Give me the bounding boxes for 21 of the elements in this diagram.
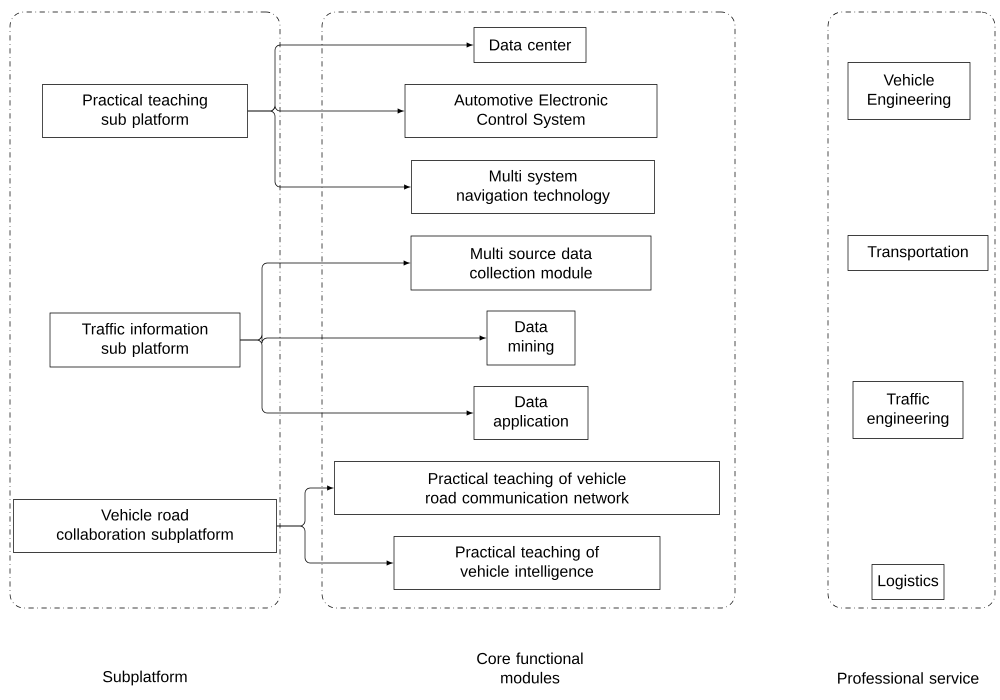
process-box: Practical teaching of vehicle intelligence	[394, 536, 660, 590]
process-box: Logistics	[872, 564, 944, 600]
process-box: Vehicle road collaboration subplatform	[13, 499, 277, 553]
process-box: Data center	[474, 27, 586, 63]
process-box: Transportation	[848, 235, 988, 271]
arrow	[276, 526, 393, 566]
process-box: Traffic information sub platform	[50, 312, 240, 368]
node-label: Core functional modules	[477, 652, 583, 684]
node-label: Professional service	[838, 672, 978, 684]
process-box: Data application	[474, 386, 588, 440]
arrow	[240, 340, 473, 416]
process-box: Practical teaching of vehicle road communication network	[334, 461, 720, 515]
arrow	[248, 110, 410, 190]
process-box: Multi system navigation technology	[411, 160, 655, 214]
process-box: Automotive Electronic Control System	[404, 84, 658, 138]
process-box: Practical teaching sub platform	[42, 84, 248, 138]
process-box: Multi source data collection module	[410, 236, 652, 290]
process-box: Data mining	[486, 310, 576, 366]
process-box: Traffic engineering	[852, 381, 964, 439]
node-label: Subplatform	[103, 670, 187, 686]
process-box: Vehicle Engineering	[848, 62, 970, 120]
